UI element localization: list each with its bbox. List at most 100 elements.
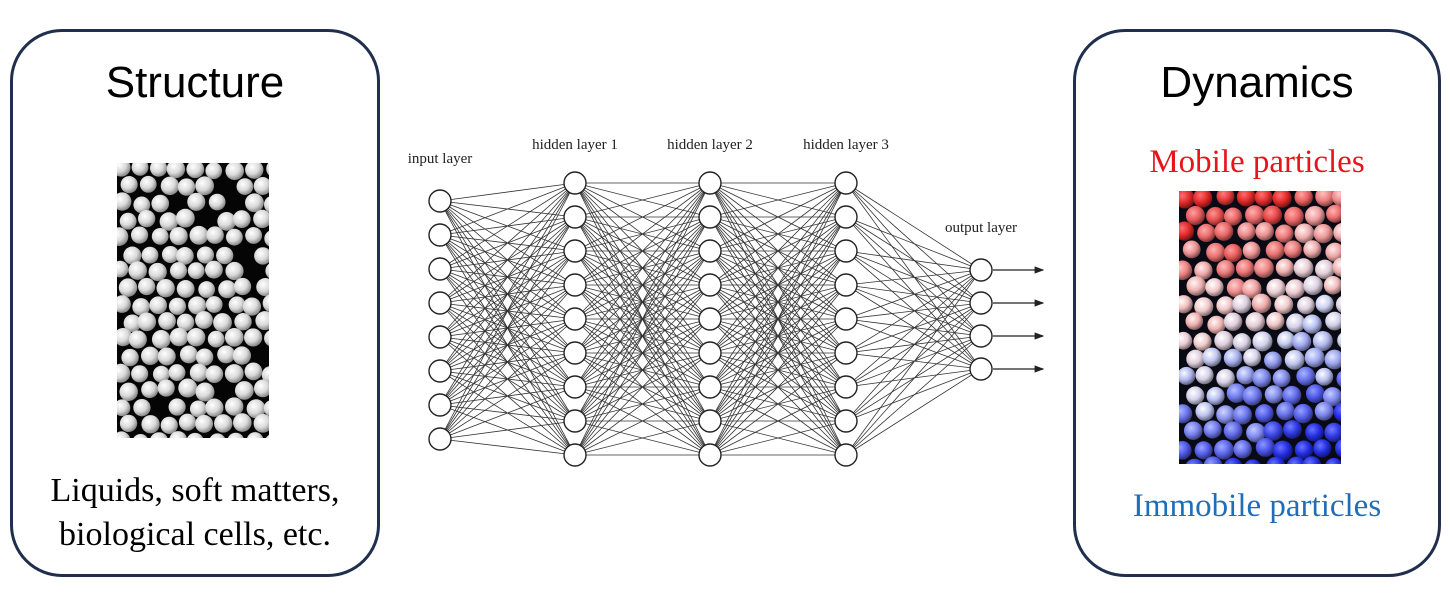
particle (206, 226, 224, 244)
particle (1315, 294, 1334, 313)
network-connection (709, 216, 847, 456)
particle (175, 208, 195, 228)
particle (159, 212, 179, 231)
particle (1296, 366, 1316, 386)
network-node-layer-1 (563, 409, 587, 433)
particle (139, 175, 157, 193)
network-connection (574, 250, 711, 456)
network-node-layer-0 (428, 427, 452, 451)
particle (1294, 223, 1315, 244)
particle (1275, 224, 1294, 243)
particle (1302, 456, 1322, 464)
neural-network-diagram: input layer hidden layer 1 hidden layer … (408, 137, 1045, 467)
particle (1236, 366, 1255, 385)
particle (234, 381, 254, 400)
particle (205, 365, 224, 383)
network-connection (845, 318, 982, 370)
particle (1252, 331, 1273, 352)
particle (1216, 259, 1235, 279)
network-connection (574, 182, 711, 218)
network-node-layer-3 (834, 443, 858, 467)
particle (1223, 312, 1243, 331)
particle (253, 209, 269, 229)
particle (266, 163, 269, 176)
network-node-layer-0 (428, 223, 452, 247)
particle (161, 246, 179, 264)
network-connection (845, 269, 982, 286)
particle (1255, 404, 1274, 423)
particle (121, 348, 139, 367)
network-node-layer-3 (834, 239, 858, 263)
network-node-layer-3 (834, 375, 858, 399)
particle (1284, 349, 1305, 370)
network-connection (845, 352, 982, 370)
particle (1193, 332, 1212, 351)
particle (133, 399, 151, 417)
network-connection (845, 216, 982, 271)
particle (1185, 312, 1204, 330)
particle (1302, 314, 1322, 334)
network-connection (439, 182, 576, 236)
particle (1324, 422, 1341, 443)
particle (233, 277, 252, 296)
particle (261, 366, 269, 384)
particle (117, 363, 131, 383)
particle (1179, 440, 1192, 460)
particle (1194, 441, 1213, 460)
particle (118, 278, 138, 297)
network-node-layer-4 (969, 291, 993, 315)
particle (133, 434, 148, 438)
particle (1333, 223, 1341, 243)
particle (256, 278, 269, 297)
particle (1223, 243, 1243, 263)
particle (1179, 221, 1195, 241)
particle (1275, 258, 1294, 277)
particle (1179, 366, 1196, 385)
particle (1274, 295, 1294, 315)
particle (224, 364, 244, 383)
network-connection (574, 182, 711, 354)
network-connection (574, 182, 711, 286)
particle (188, 296, 207, 315)
particle (247, 432, 264, 438)
particle (244, 362, 263, 381)
particle (264, 330, 269, 346)
particle (1336, 370, 1341, 387)
network-connection (845, 302, 982, 456)
particle (1179, 191, 1195, 209)
particle (225, 397, 244, 416)
particle (1185, 458, 1204, 464)
particle (225, 261, 244, 281)
dynamics-particles-image (1179, 191, 1341, 464)
particle (168, 364, 186, 381)
particle (119, 212, 137, 230)
particle (1197, 223, 1216, 243)
particle (150, 432, 168, 438)
particle (1237, 222, 1256, 241)
particle (1325, 457, 1341, 464)
particle (245, 227, 263, 244)
particle (1335, 296, 1341, 313)
particle (225, 228, 243, 246)
particle (1326, 204, 1341, 223)
particle (242, 297, 262, 316)
network-node-layer-3 (834, 171, 858, 195)
network-connection (709, 250, 847, 456)
particle (205, 260, 223, 279)
network-connection (574, 352, 711, 456)
network-connection (845, 269, 982, 456)
particle (1203, 420, 1222, 439)
particle (1266, 278, 1286, 298)
particle (1195, 401, 1215, 421)
particle (1272, 369, 1291, 388)
network-connection (845, 182, 982, 304)
particle (205, 163, 223, 180)
particle (263, 400, 269, 417)
network-connection (439, 318, 576, 440)
structure-caption: Liquids, soft matters, biological cells,… (13, 469, 377, 557)
network-connection (709, 182, 847, 218)
particle (1254, 258, 1274, 278)
particle (1294, 191, 1313, 207)
network-node-layer-0 (428, 291, 452, 315)
particle (1251, 293, 1272, 314)
